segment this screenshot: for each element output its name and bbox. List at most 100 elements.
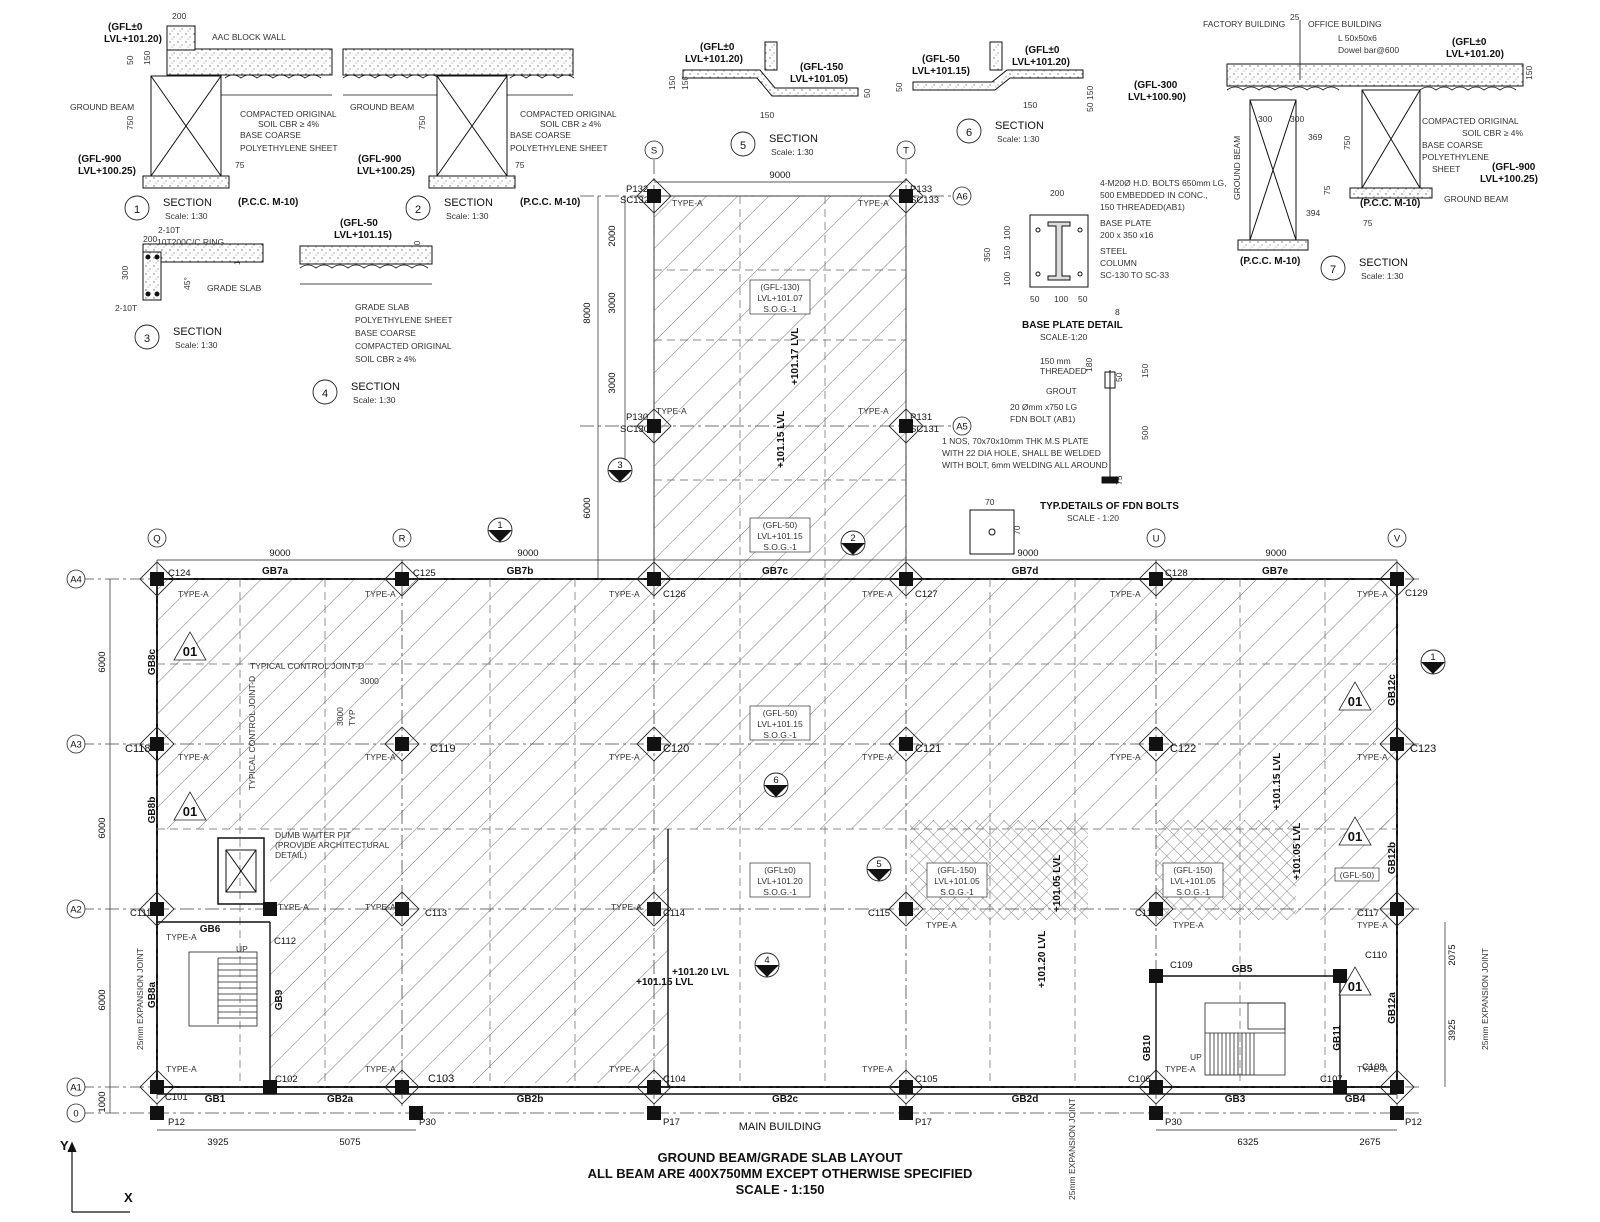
grid-bubble-a4-label: A4 [70, 575, 82, 586]
section-detail-title: SECTION [995, 120, 1044, 132]
column-id: C118 [125, 743, 150, 755]
dim-right: 2075 [1447, 944, 1458, 965]
level-note: (GFL±0 [108, 22, 143, 33]
slab-tag-sog: S.O.G.-1 [1176, 887, 1210, 897]
section-mark-number: 1 [497, 520, 502, 531]
dim-top: 9000 [269, 548, 290, 559]
type-a-base-diamond [888, 891, 924, 927]
slab-tag-lvl: LVL+101.05 [934, 876, 980, 886]
type-a-label: TYPE-A [365, 1064, 396, 1074]
type-a-base-diamond [636, 561, 672, 597]
column [1390, 1106, 1404, 1120]
dim: 150 [1085, 86, 1095, 100]
column [647, 902, 661, 916]
section-detail-scale: Scale: 1:30 [175, 340, 218, 350]
fdn-bolt-note: FDN BOLT (AB1) [1010, 414, 1076, 424]
column-id: P131 [910, 412, 932, 423]
column [1149, 902, 1163, 916]
fdn-bolt-note: 1 NOS, 70x70x10mm THK M.S PLATE [942, 436, 1089, 446]
pile-id: P30 [419, 1117, 436, 1128]
type-a-label: TYPE-A [278, 902, 309, 912]
base-plate-note: 200 x 350 x16 [1100, 230, 1154, 240]
callout: BASE COARSE [355, 328, 416, 338]
dim: 350 [982, 248, 992, 262]
base-plate-note: BASE PLATE [1100, 218, 1152, 228]
callout: BASE COARSE [510, 130, 571, 140]
axis-x-label: X [124, 1190, 133, 1205]
dim: 50 [862, 88, 872, 98]
grid-bubble-a6-label: A6 [956, 192, 968, 203]
beam-label: GB8a [147, 982, 158, 1009]
slab-tag-gfl: (GFL-150) [1173, 865, 1212, 875]
section-detail-bubble [730, 131, 756, 157]
grid-bubble-0-label: 0 [73, 1109, 78, 1120]
beam-label: GB2b [517, 1094, 544, 1105]
column-id: C111 [130, 908, 151, 919]
column-id: C109 [1170, 960, 1193, 971]
column-id: C120 [663, 743, 689, 755]
type-a-base-diamond [1138, 891, 1174, 927]
callout: SOIL CBR ≥ 4% [540, 119, 601, 129]
slab-tag-lvl: LVL+101.15 [757, 531, 803, 541]
column-id: C101 [165, 1092, 188, 1103]
column-id: C106 [1128, 1074, 1151, 1085]
column [647, 419, 661, 433]
axis-y-label: Y [60, 1138, 69, 1153]
dim-bottom: 2675 [1359, 1137, 1380, 1148]
callout: POLYETHYLENE SHEET [510, 143, 608, 153]
wall-type-marker [173, 791, 207, 821]
beam-label: GB2d [1012, 1094, 1039, 1105]
type-a-label: TYPE-A [862, 589, 893, 599]
section-mark-number: 6 [773, 775, 778, 786]
type-a-base-diamond [384, 561, 420, 597]
slab-tag [749, 705, 811, 741]
type-a-base-diamond [636, 726, 672, 762]
column [1149, 1106, 1163, 1120]
grid-bubble-t-label: T [903, 146, 909, 157]
column [150, 737, 164, 751]
column-id: SC130 [620, 424, 649, 435]
pile-id: P12 [1405, 1117, 1422, 1128]
type-a-base-diamond [139, 561, 175, 597]
callout: OFFICE BUILDING [1308, 19, 1382, 29]
callout: COMPACTED ORIGINAL [355, 341, 452, 351]
dim: 500 [1140, 426, 1150, 440]
beam-label: GB12b [1387, 842, 1398, 874]
grid-bubble-q [147, 528, 167, 548]
section-mark-number: 1 [1430, 652, 1435, 663]
callout: GROUND BEAM [1444, 194, 1508, 204]
column-id: C117 [1357, 908, 1379, 919]
column [150, 902, 164, 916]
type-a-base-diamond [1138, 726, 1174, 762]
fdn-bolt-note: WITH BOLT, 6mm WELDING ALL AROUND [942, 460, 1108, 470]
slab-tag [749, 517, 811, 553]
level-note: LVL+100.25) [78, 166, 136, 177]
type-a-label: TYPE-A [365, 902, 396, 912]
level-note: (GFL-900 [358, 154, 402, 165]
base-plate-note: 150 THREADED(AB1) [1100, 202, 1185, 212]
level-note: (GFL-900 [78, 154, 122, 165]
base-plate-title: BASE PLATE DETAIL [1022, 320, 1123, 331]
level-note: LVL+101.20) [1446, 49, 1504, 60]
wall-type-marker [1338, 681, 1372, 711]
fdn-bolt-scale: SCALE - 1:20 [1067, 513, 1119, 523]
type-a-base-diamond [1379, 1069, 1415, 1105]
callout: SOIL CBR ≥ 4% [258, 119, 319, 129]
dim: 50 [1114, 372, 1124, 382]
callout: Dowel bar@600 [1338, 45, 1399, 55]
slab-tag-lvl: LVL+101.07 [757, 293, 803, 303]
type-a-base-diamond [384, 1069, 420, 1105]
callout: POLYETHYLENE SHEET [355, 315, 453, 325]
level-label: +101.17 LVL [790, 328, 801, 385]
type-a-label: TYPE-A [1110, 752, 1141, 762]
column [395, 572, 409, 586]
section-mark-arrow [1421, 662, 1445, 674]
column [1390, 902, 1404, 916]
beam-label: GB7d [1012, 566, 1039, 577]
callout: SHEET [1432, 164, 1460, 174]
dim: 150 [760, 110, 774, 120]
type-a-label: TYPE-A [926, 920, 957, 930]
callout: 25 [1290, 12, 1300, 22]
dim: 150 [680, 76, 690, 90]
dim: 50 [1085, 102, 1095, 112]
